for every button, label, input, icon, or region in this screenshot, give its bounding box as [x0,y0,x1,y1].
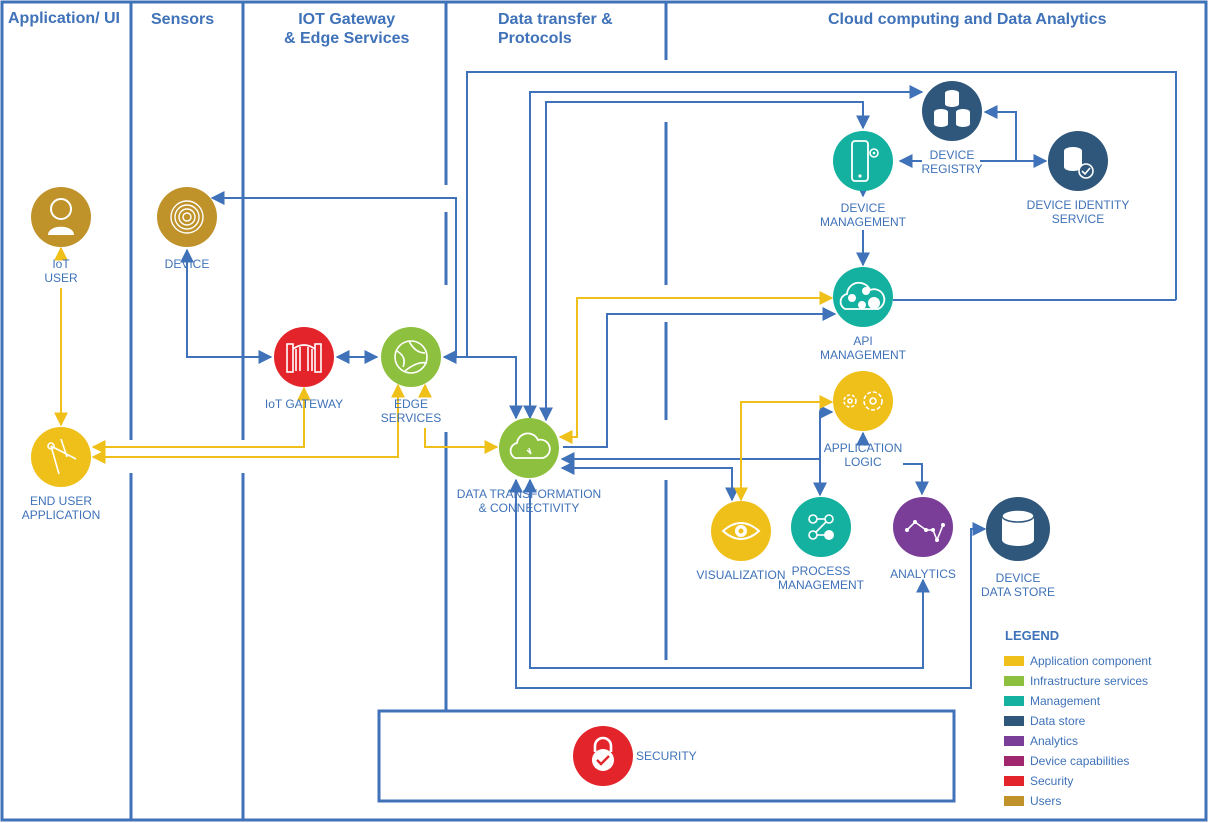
legend-swatch [1004,776,1024,786]
api-management-label: API MANAGEMENT [819,334,906,362]
cloud-icon [509,432,551,459]
gears-icon [843,391,883,411]
legend-label: Device capabilities [1030,754,1130,768]
legend-item: Users [1004,793,1061,809]
iot-gateway-node[interactable] [274,327,334,387]
device-data-store-label: DEVICE DATA STORE [980,571,1055,599]
edge-services-node[interactable] [381,327,441,387]
legend-item: Data store [1004,713,1085,729]
device-label: DEVICE [164,257,210,271]
header-sensors: Sensors [151,11,215,28]
eye-icon [721,522,761,540]
edge-services-label: EDGE SERVICES [380,397,442,425]
user-icon [48,198,74,235]
legend-swatch [1004,736,1024,746]
device-registry-label: DEVICE REGISTRY [921,148,983,176]
legend-label: Analytics [1030,734,1079,748]
compass-icon [47,438,77,475]
iot-user-label: IoT USER [44,257,78,285]
legend-label: Application component [1030,654,1152,668]
lock-icon [592,736,614,771]
legend-swatch [1004,716,1024,726]
visualization-node[interactable] [711,501,771,561]
security-node[interactable] [573,726,633,786]
legend-swatch [1004,656,1024,666]
header-data-transfer: Data transfer & Protocols [498,11,613,47]
legend-item: Analytics [1004,733,1078,749]
legend-item: Device capabilities [1004,753,1129,769]
legend-item: Application component [1004,653,1151,669]
legend-item: Security [1004,773,1073,789]
header-application-ui: Application/ UI [8,10,120,27]
device-identity-service-label: DEVICE IDENTITY SERVICE [1026,198,1130,226]
device-management-label: DEVICE MANAGEMENT [819,201,906,229]
analytics-node[interactable] [893,497,953,557]
analytics-label: ANALYTICS [890,567,956,581]
security-box [377,709,956,803]
cloud-network-icon [839,281,886,310]
security-label: SECURITY [636,749,697,763]
legend-swatch [1004,756,1024,766]
header-cloud: Cloud computing and Data Analytics [828,11,1107,28]
legend-swatch [1004,696,1024,706]
phone-gear-icon [851,140,879,182]
legend-label: Users [1030,794,1062,808]
legend-item: Management [1004,693,1100,709]
device-node[interactable] [157,187,217,247]
device-data-store-node[interactable] [986,497,1050,561]
visualization-label: VISUALIZATION [696,568,786,582]
legend-item: Infrastructure services [1004,673,1148,689]
fingerprint-icon [170,200,204,234]
globe-icon [394,340,428,374]
end-user-application-node[interactable] [31,427,91,487]
legend-swatch [1004,676,1024,686]
api-management-node[interactable] [833,267,893,327]
legend-label: Data store [1030,714,1086,728]
legend-label: Infrastructure services [1030,674,1149,688]
databases-icon [934,90,970,127]
line-chart-icon [905,520,945,543]
legend-label: Management [1030,694,1101,708]
device-registry-node[interactable] [922,81,982,141]
device-management-node[interactable] [833,131,893,191]
application-logic-node[interactable] [833,371,893,431]
process-management-node[interactable] [791,497,851,557]
iot-gateway-label: IoT GATEWAY [264,397,344,411]
header-iot-gateway: IOT Gateway & Edge Services [284,11,410,47]
data-transformation-node[interactable] [499,418,559,478]
process-management-label: PROCESS MANAGEMENT [777,564,864,592]
data-transformation-label: DATA TRANSFORMATION & CONNECTIVITY [456,487,602,515]
database-icon [1001,509,1035,546]
application-logic-label: APPLICATION LOGIC [823,441,903,469]
iot-user-node[interactable] [31,187,91,247]
legend-label: Security [1030,774,1074,788]
database-check-icon [1064,147,1094,179]
gate-icon [286,343,322,373]
workflow-icon [808,514,834,540]
legend-title: LEGEND [1005,628,1060,643]
legend-swatch [1004,796,1024,806]
end-user-application-label: END USER APPLICATION [21,494,101,522]
device-identity-service-node[interactable] [1048,131,1108,191]
